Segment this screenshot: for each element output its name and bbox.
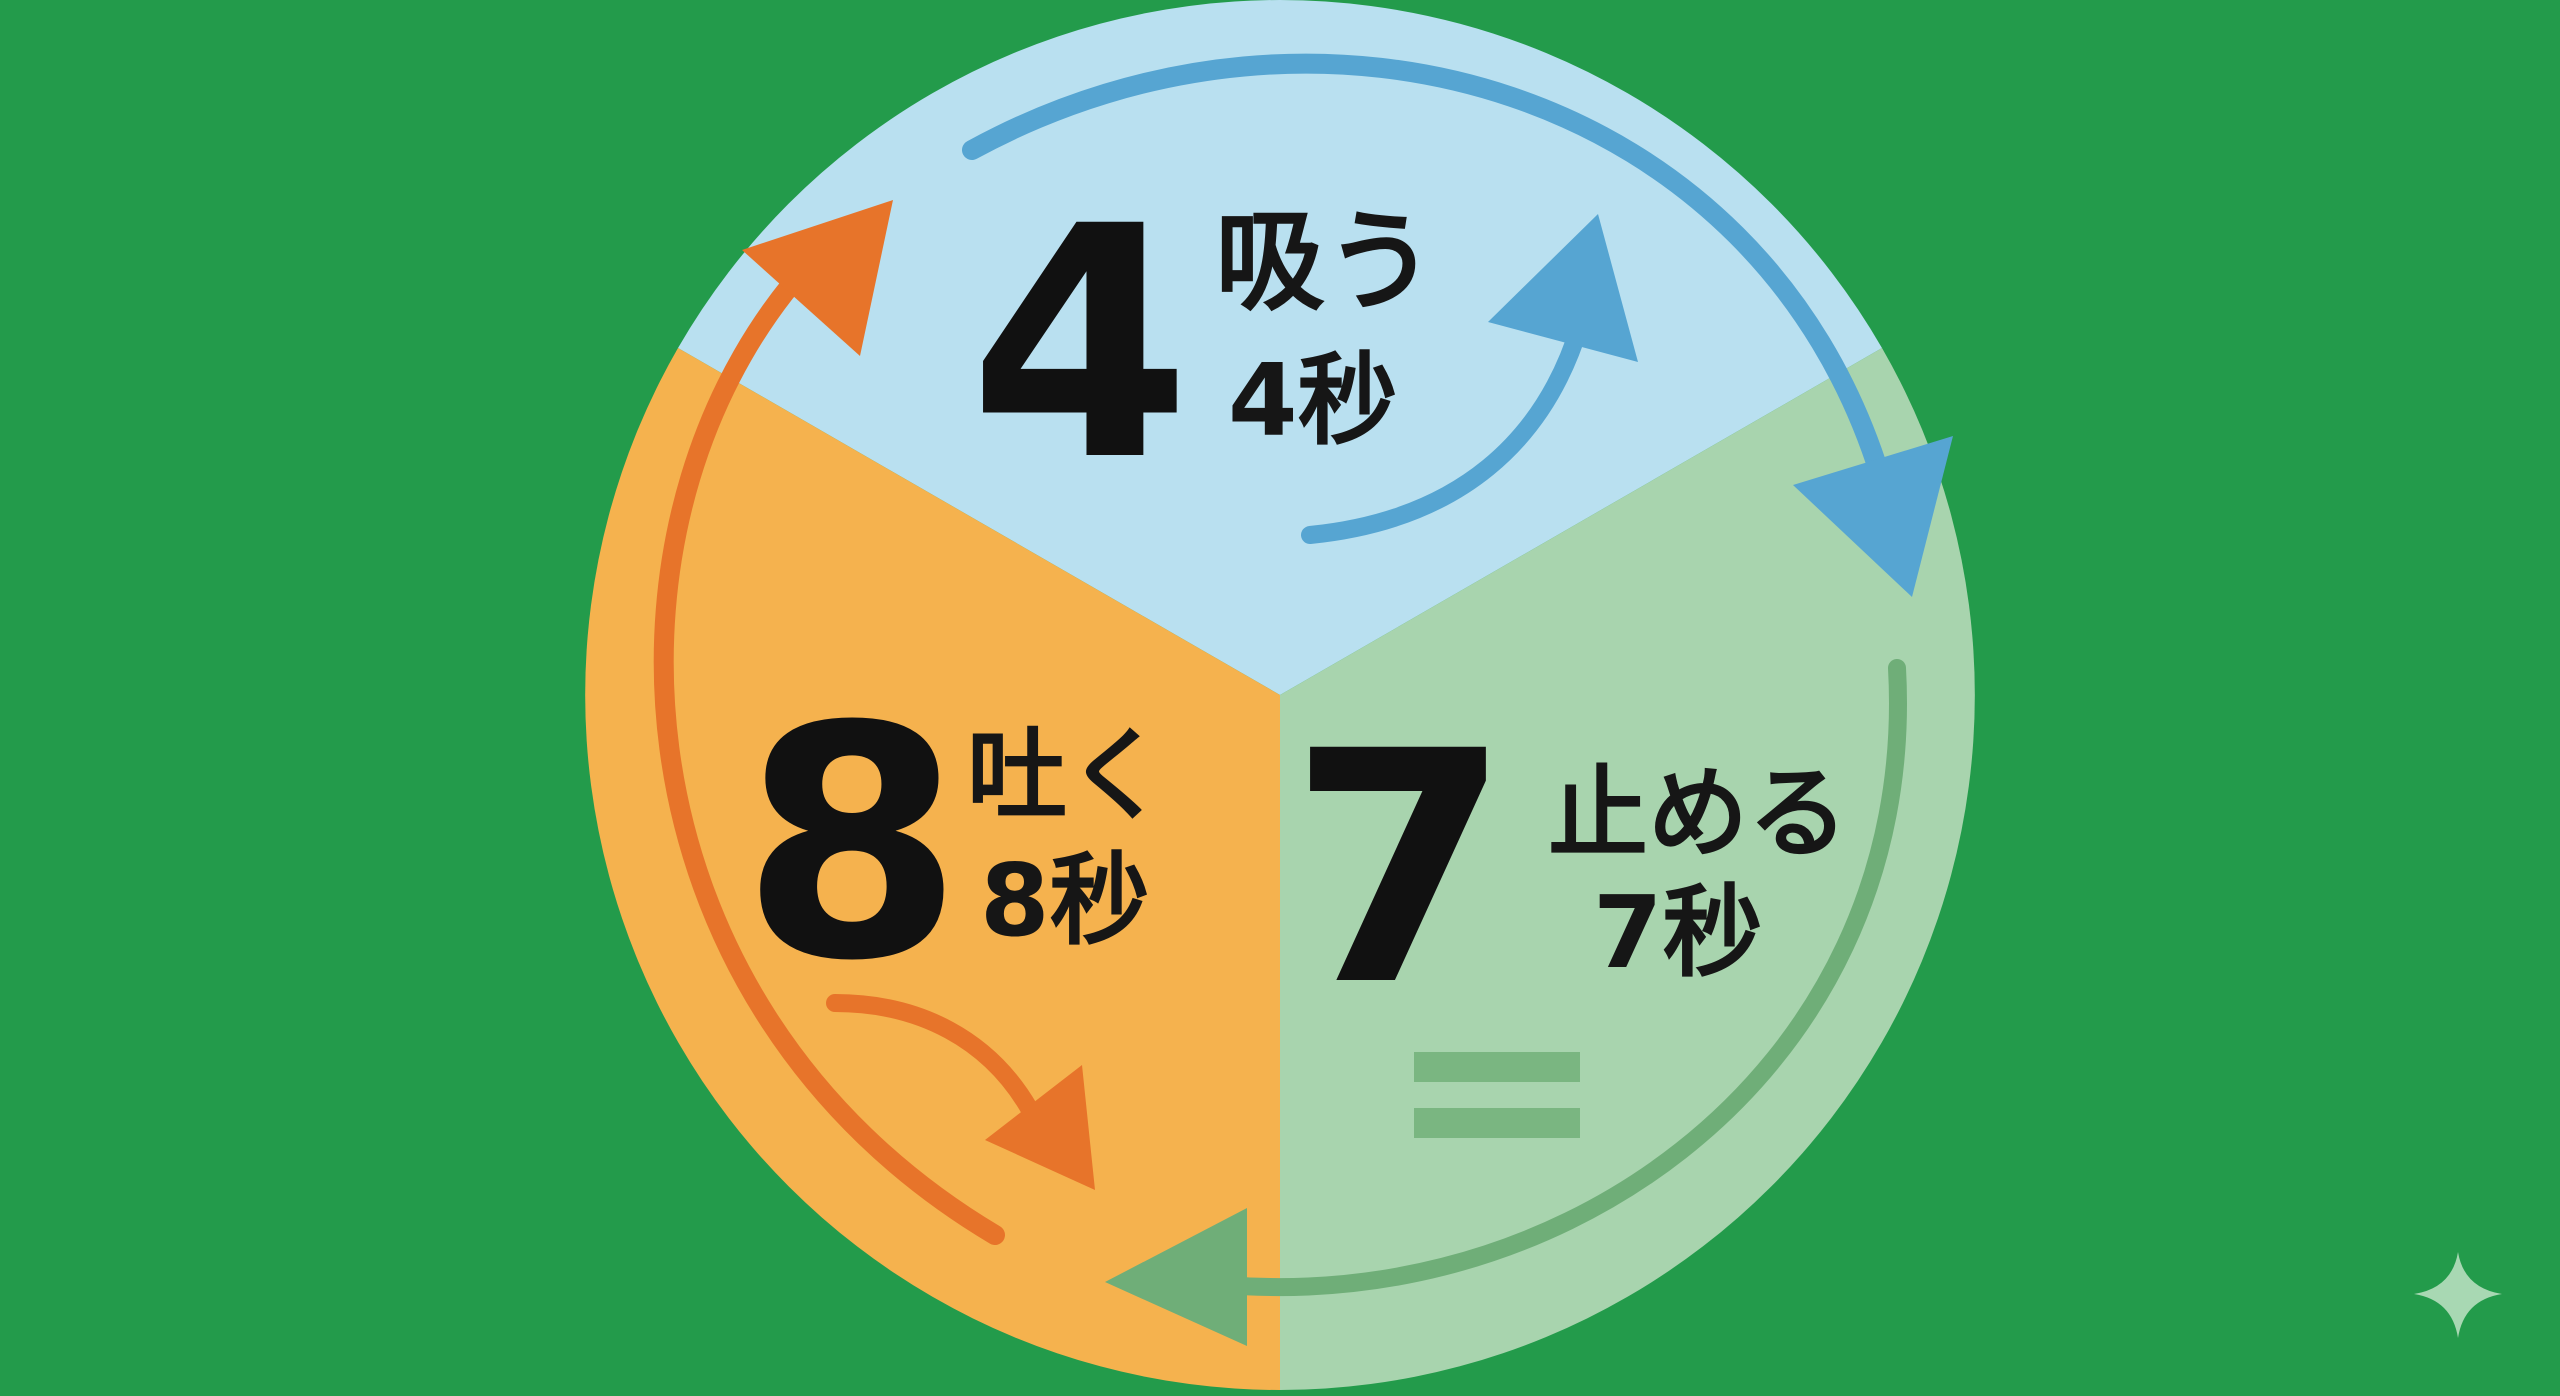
segment-inhale-left	[678, 0, 1280, 695]
inhale-duration-label: 4秒	[1228, 342, 1398, 459]
outer-arrow-inhale-to-hold-head	[1793, 436, 1953, 597]
exhale-duration-label: 8秒	[980, 842, 1150, 959]
outer-arrow-hold-to-exhale	[1161, 659, 1907, 1296]
inhale-action-label: 吸う	[1215, 198, 1435, 326]
equals-icon	[1414, 1052, 1580, 1138]
phase-inhale: 4 吸う 4秒	[969, 159, 1638, 544]
outer-arrow-exhale-to-inhale	[653, 242, 1005, 1245]
inhale-number: 4	[969, 159, 1192, 531]
exhale-number: 8	[741, 659, 964, 1031]
segment-exhale	[585, 348, 1280, 1390]
outer-arrow-inhale-to-hold	[962, 53, 1890, 485]
curved-arrow-icon	[1301, 214, 1638, 544]
outer-arrow-exhale-to-inhale-head	[742, 200, 893, 356]
hold-duration-label: 7秒	[1593, 874, 1763, 991]
outer-cycle-arrows	[653, 53, 1953, 1346]
phase-hold: 7 止める 7秒	[1289, 684, 1848, 1138]
phase-exhale: 8 吐く 8秒	[741, 659, 1167, 1190]
hold-action-label: 止める	[1548, 755, 1848, 872]
exhale-action-label: 吐く	[967, 717, 1167, 834]
sparkle-icon	[2414, 1252, 2502, 1338]
curved-arrow-icon	[826, 994, 1095, 1190]
outer-arrow-hold-to-exhale-head	[1105, 1208, 1247, 1346]
hold-number: 7	[1289, 684, 1512, 1056]
